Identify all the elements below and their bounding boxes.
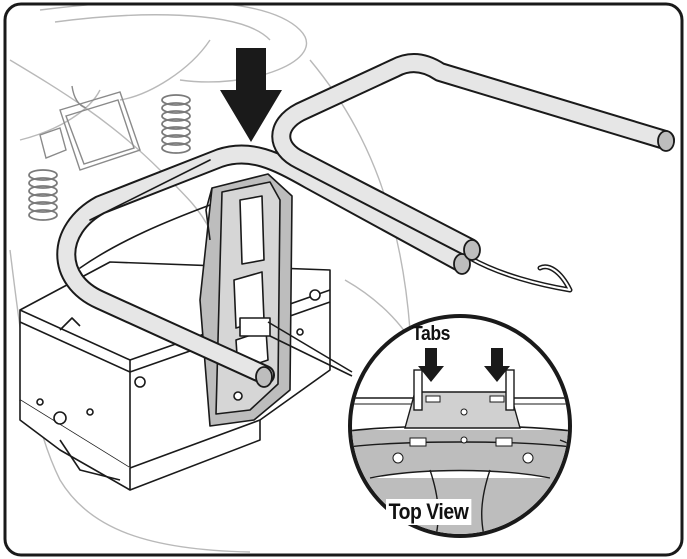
callout-leader	[267, 321, 353, 377]
handle-bar	[56, 53, 675, 385]
tabs-label: Tabs	[412, 323, 451, 345]
tab-arrow-right-icon	[484, 348, 510, 382]
tab-arrow-left-icon	[418, 348, 444, 382]
frame-border	[3, 2, 684, 557]
spring-left	[28, 169, 58, 221]
bracket-plate	[199, 173, 293, 427]
battery-tray	[39, 85, 141, 171]
top-view-label: Top View	[386, 499, 471, 525]
spring-right	[161, 94, 191, 154]
arrow-down-icon	[220, 48, 282, 142]
tube-ends	[255, 130, 675, 388]
